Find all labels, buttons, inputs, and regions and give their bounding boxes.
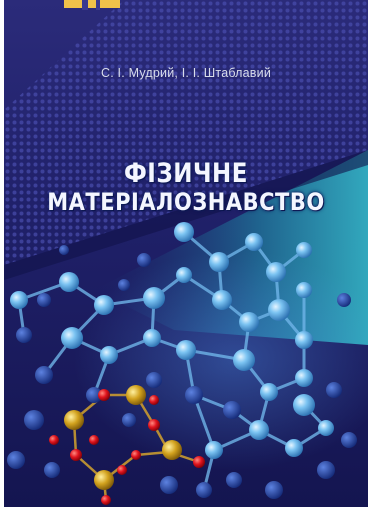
cover-title-line-2: МАТЕРІАЛОЗНАВСТВО xyxy=(47,188,325,216)
cover-artwork xyxy=(4,0,368,507)
cover-title-line-1: ФІЗИЧНЕ xyxy=(123,159,248,189)
cover-authors: С. І. Мудрий, І. І. Штаблавий xyxy=(100,66,271,80)
cover-title: ФІЗИЧНЕ МАТЕРІАЛОЗНАВСТВО xyxy=(4,159,368,216)
book-cover: С. І. Мудрий, І. І. Штаблавий ФІЗИЧНЕ МА… xyxy=(4,0,368,507)
